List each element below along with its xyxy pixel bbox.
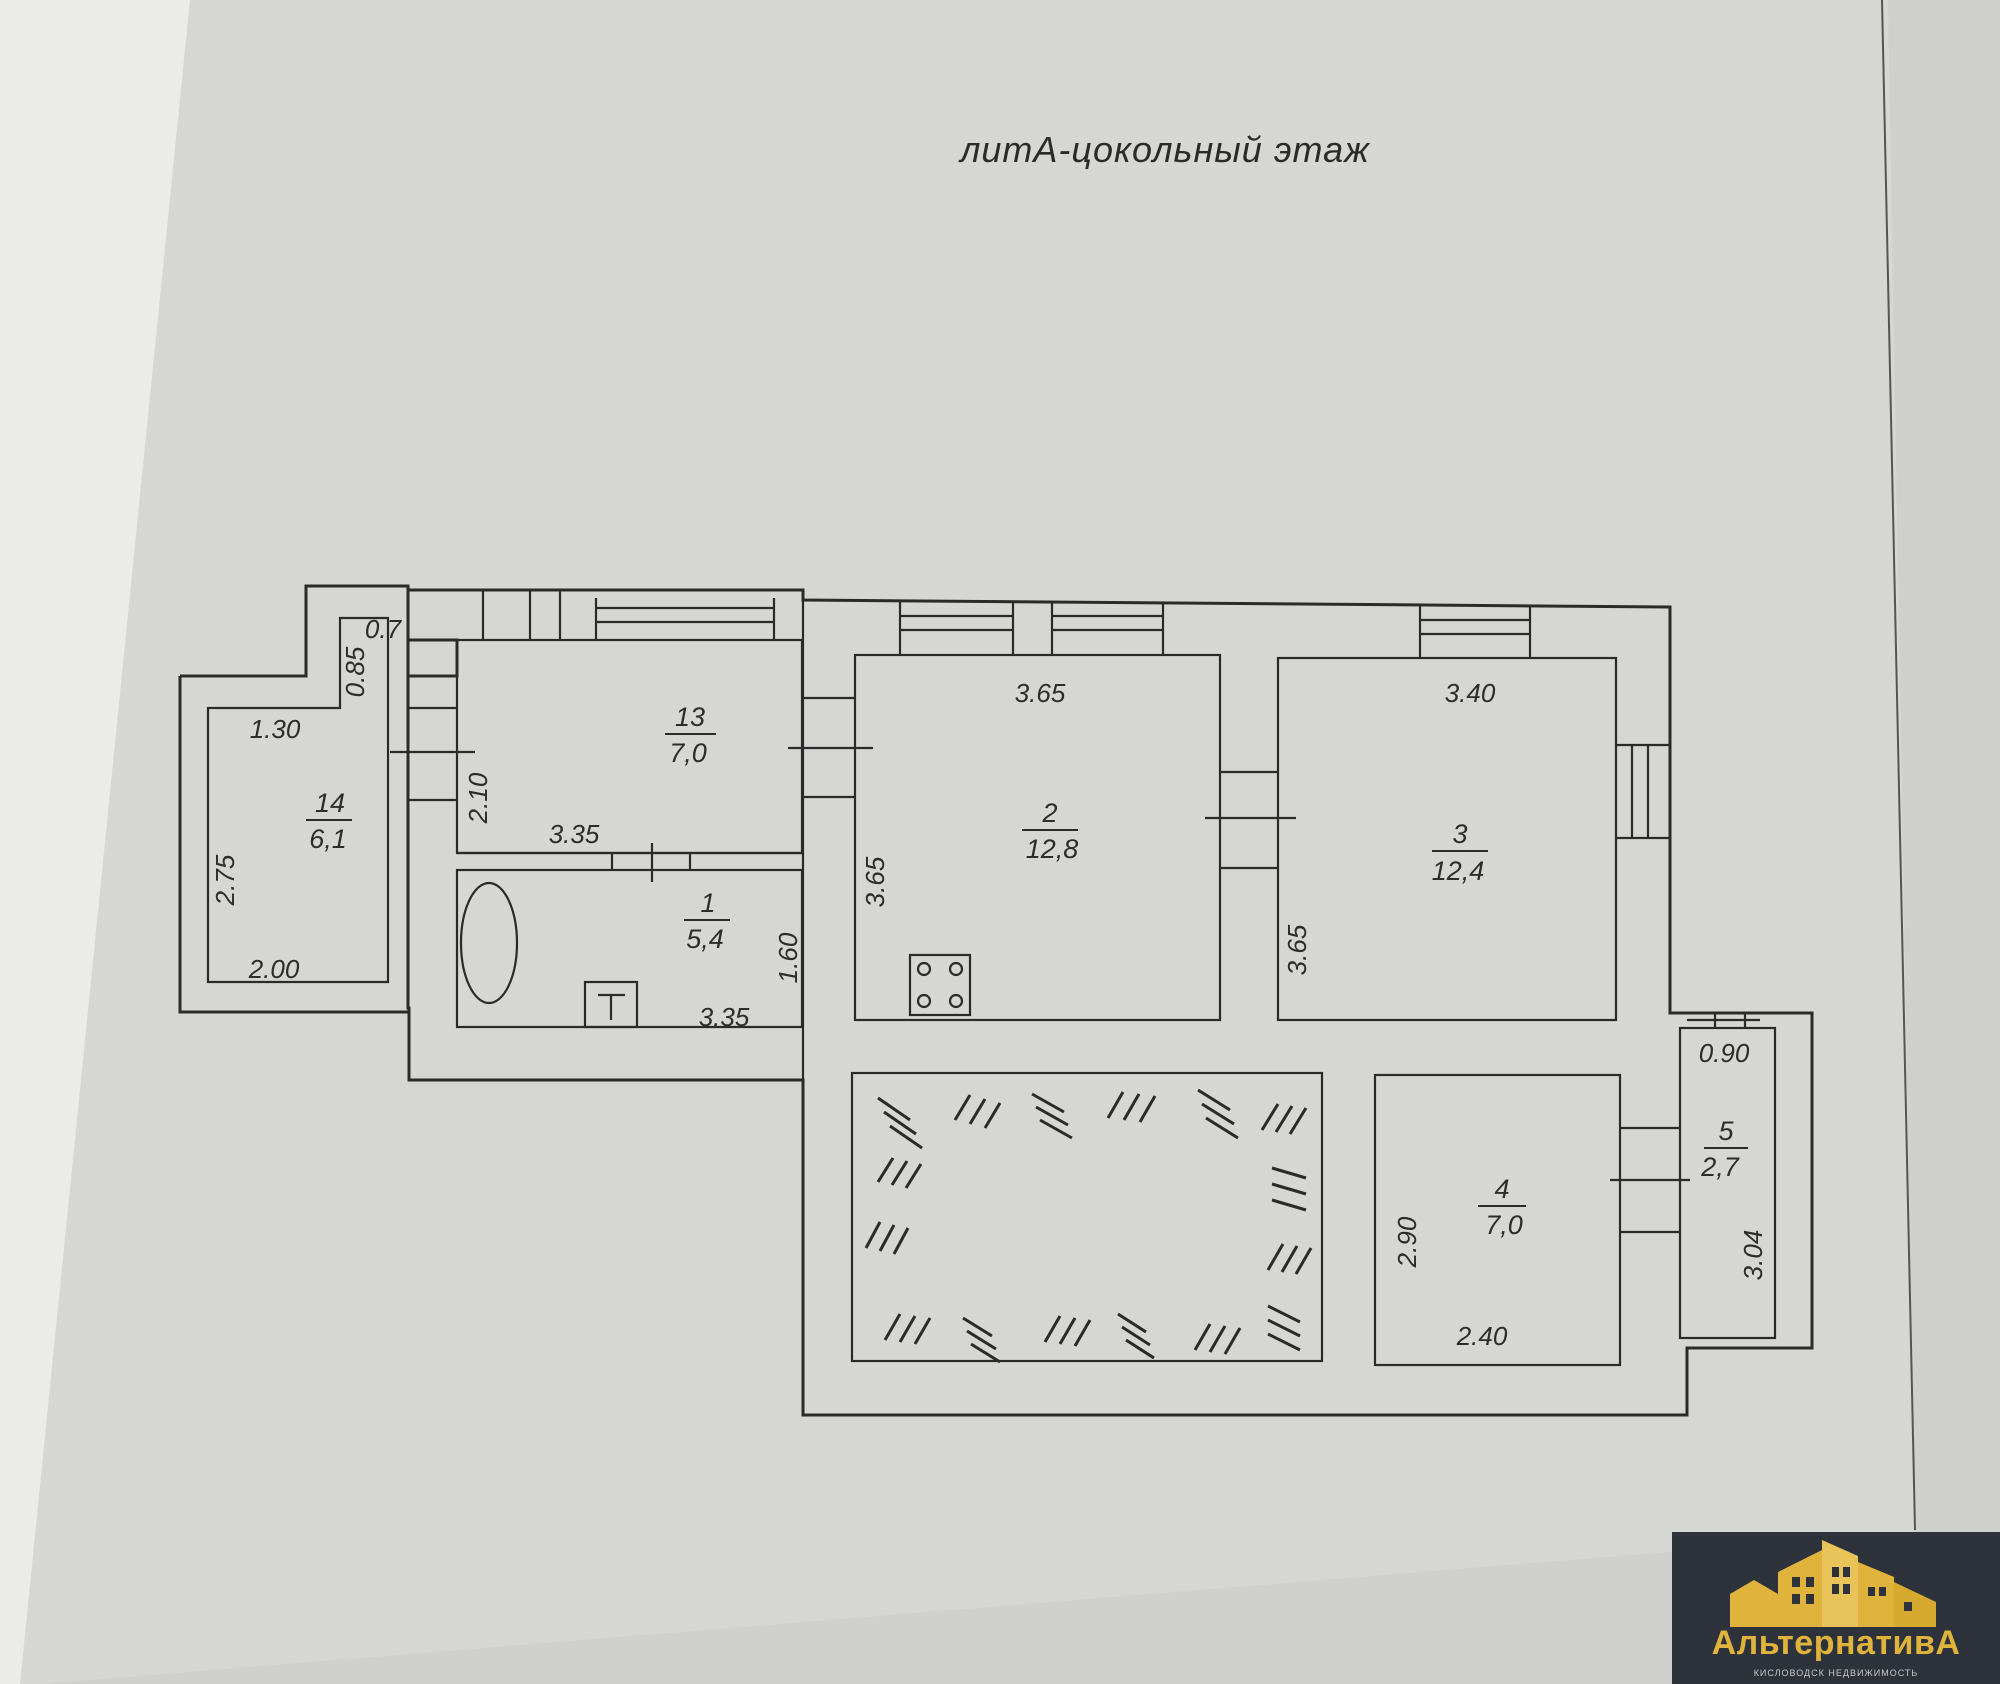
dim-r13-left: 2.10 bbox=[463, 772, 493, 824]
room-2-outline bbox=[853, 653, 1222, 1022]
plan-title: литА-цокольный этаж bbox=[958, 129, 1371, 170]
room-number: 3 bbox=[1452, 819, 1467, 849]
dim-r3-left: 3.65 bbox=[1282, 924, 1312, 975]
door-14-13 bbox=[390, 706, 475, 802]
bathtub bbox=[459, 881, 519, 1005]
dim-r14-bottom: 2.00 bbox=[248, 954, 300, 984]
toilet-glyph bbox=[598, 993, 625, 1020]
room-4-outline bbox=[1373, 1073, 1622, 1367]
dim-r13-bottom: 3.35 bbox=[549, 819, 600, 849]
dim-r3-top: 3.40 bbox=[1445, 678, 1496, 708]
room-number: 1 bbox=[700, 888, 715, 918]
room-number: 14 bbox=[315, 788, 345, 818]
dim-r2-left: 3.65 bbox=[860, 856, 890, 907]
dim-r4-bottom: 2.40 bbox=[1456, 1321, 1508, 1351]
window-room-13 bbox=[594, 598, 776, 640]
room-area: 2,7 bbox=[1700, 1152, 1740, 1182]
room-label-13: 13 7,0 bbox=[665, 702, 716, 768]
door-4-5 bbox=[1610, 1126, 1690, 1234]
outer-wall-left bbox=[178, 676, 408, 1014]
room-area: 12,4 bbox=[1432, 856, 1485, 886]
stove-burner bbox=[916, 961, 932, 977]
stove-burner bbox=[916, 993, 932, 1009]
room-5-outline bbox=[1678, 1026, 1777, 1340]
buildings-icon bbox=[1730, 1540, 1936, 1627]
sheet-border-line bbox=[1881, 0, 1916, 1531]
room-area: 12,8 bbox=[1026, 834, 1079, 864]
room-label-14: 14 6,1 bbox=[306, 788, 352, 854]
stove-symbol bbox=[908, 953, 972, 1017]
room-14-outline bbox=[206, 616, 390, 984]
room-area: 6,1 bbox=[309, 824, 347, 854]
room-area: 7,0 bbox=[669, 738, 707, 768]
room-number: 2 bbox=[1041, 798, 1057, 828]
window-room-3-side bbox=[1616, 743, 1670, 840]
dim-r14-notch-v: 0.85 bbox=[340, 646, 370, 697]
room-number: 4 bbox=[1494, 1174, 1509, 1204]
agency-logo: АльтернативА КИСЛОВОДСК НЕДВИЖИМОСТЬ bbox=[1672, 1532, 2000, 1684]
dim-r5-top: 0.90 bbox=[1699, 1038, 1750, 1068]
window-room-2-left bbox=[898, 602, 1015, 655]
room-label-5: 5 2,7 bbox=[1700, 1116, 1748, 1182]
logo-name: АльтернативА bbox=[1711, 1624, 1961, 1662]
dim-r1-right: 1.60 bbox=[773, 932, 803, 983]
dim-r4-left: 2.90 bbox=[1392, 1216, 1422, 1268]
dim-r2-top: 3.65 bbox=[1015, 678, 1066, 708]
room-label-3: 3 12,4 bbox=[1432, 819, 1488, 886]
window-room-13-small bbox=[481, 590, 562, 640]
door-13-2 bbox=[788, 696, 873, 799]
window-room-3 bbox=[1418, 606, 1532, 658]
hatch-marks bbox=[864, 1088, 1313, 1364]
room-number: 5 bbox=[1718, 1116, 1734, 1146]
dim-r14-left: 2.75 bbox=[210, 854, 240, 906]
dim-r5-right: 3.04 bbox=[1738, 1230, 1768, 1281]
toilet-symbol bbox=[583, 980, 639, 1029]
window-room-2-right bbox=[1050, 602, 1165, 655]
window-room-5 bbox=[1687, 1013, 1760, 1028]
room-number: 13 bbox=[675, 702, 705, 732]
room-label-4: 4 7,0 bbox=[1478, 1174, 1526, 1240]
door-2-3 bbox=[1205, 770, 1296, 870]
stove-burner bbox=[948, 993, 964, 1009]
stove-burner bbox=[948, 961, 964, 977]
room-label-1: 1 5,4 bbox=[684, 888, 730, 954]
dim-r14-notch-h: 0.7 bbox=[365, 614, 403, 644]
dim-r14-top: 1.30 bbox=[250, 714, 301, 744]
dim-r1-bottom: 3.35 bbox=[699, 1002, 750, 1032]
hatched-area-outline bbox=[850, 1071, 1324, 1363]
room-area: 7,0 bbox=[1485, 1210, 1523, 1240]
paper-sheet bbox=[0, 0, 1915, 1684]
room-area: 5,4 bbox=[686, 924, 724, 954]
room-label-2: 2 12,8 bbox=[1022, 798, 1078, 864]
logo-tagline: КИСЛОВОДСК НЕДВИЖИМОСТЬ bbox=[1753, 1668, 1919, 1678]
page-edge bbox=[0, 0, 190, 1684]
